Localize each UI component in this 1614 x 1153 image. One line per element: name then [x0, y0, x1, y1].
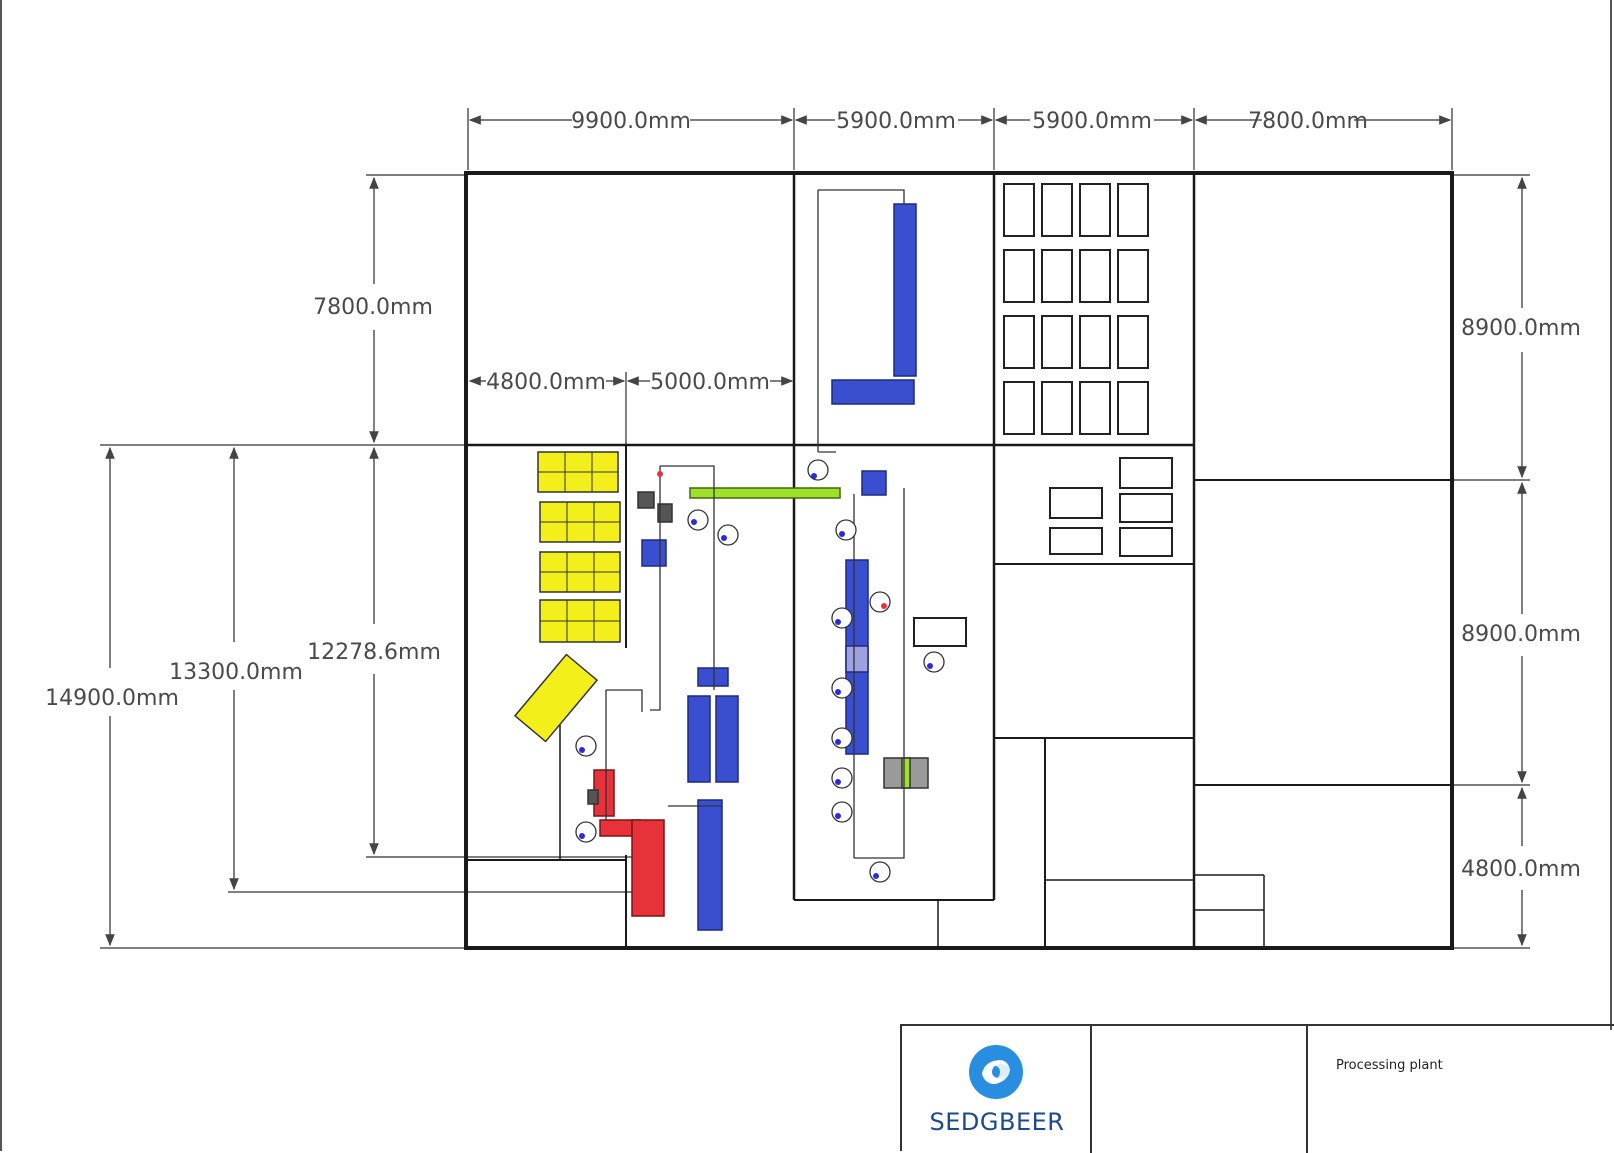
left-dimensions — [100, 174, 640, 949]
pallet-grid-lines — [538, 452, 620, 642]
dim-label-right-3: 4800.0mm — [1461, 857, 1581, 882]
title-cell: Processing plant — [1308, 1026, 1614, 1153]
title-block: SEDGBEER Processing plant — [900, 1024, 1614, 1153]
drawing-title: Processing plant — [1336, 1058, 1443, 1073]
pump-indicators — [579, 473, 933, 879]
blank-cell — [1092, 1026, 1308, 1153]
pallet-stacks — [513, 451, 621, 743]
sedgbeer-logo-icon — [969, 1045, 1023, 1099]
green-conveyor — [689, 487, 841, 499]
dim-label-inner-2: 5000.0mm — [650, 370, 770, 395]
dim-label-left-2: 14900.0mm — [45, 686, 179, 711]
floor-plan: 9900.0mm 5900.0mm 5900.0mm 7800.0mm 4800… — [45, 108, 1581, 950]
dim-label-top-1: 9900.0mm — [571, 109, 691, 134]
process-piping — [605, 189, 905, 859]
logo-cell: SEDGBEER — [902, 1026, 1092, 1153]
sheet-border-left — [0, 0, 2, 1151]
dim-label-right-1: 8900.0mm — [1461, 316, 1581, 341]
dim-label-left-4: 12278.6mm — [307, 640, 441, 665]
red-valve — [881, 603, 887, 609]
storage-racks — [913, 183, 1173, 647]
red-valve-2 — [657, 471, 663, 477]
blue-junction — [845, 645, 869, 673]
dim-label-left-1: 7800.0mm — [313, 295, 433, 320]
dim-label-top-2: 5900.0mm — [836, 109, 956, 134]
pump-symbols — [575, 459, 945, 883]
right-dimensions — [1452, 174, 1530, 949]
red-equipment — [593, 769, 665, 917]
dim-label-right-2: 8900.0mm — [1461, 622, 1581, 647]
top-dimension-labels: 9900.0mm 5900.0mm 5900.0mm 7800.0mm 4800… — [486, 109, 1368, 395]
dim-label-inner-1: 4800.0mm — [486, 370, 606, 395]
blue-equipment — [641, 203, 917, 931]
dim-label-left-3: 13300.0mm — [169, 660, 303, 685]
grey-equipment — [587, 491, 929, 805]
right-dimension-labels: 8900.0mm 8900.0mm 4800.0mm — [1461, 316, 1581, 882]
dim-label-top-3: 5900.0mm — [1032, 109, 1152, 134]
dim-label-top-4: 7800.0mm — [1248, 109, 1368, 134]
building-walls — [464, 171, 1454, 950]
top-dimensions — [467, 108, 1453, 445]
brand-wordmark: SEDGBEER — [929, 1108, 1065, 1136]
left-dimension-labels: 7800.0mm 14900.0mm 13300.0mm 12278.6mm — [45, 295, 441, 711]
sheet-border-right — [1610, 0, 1612, 1030]
